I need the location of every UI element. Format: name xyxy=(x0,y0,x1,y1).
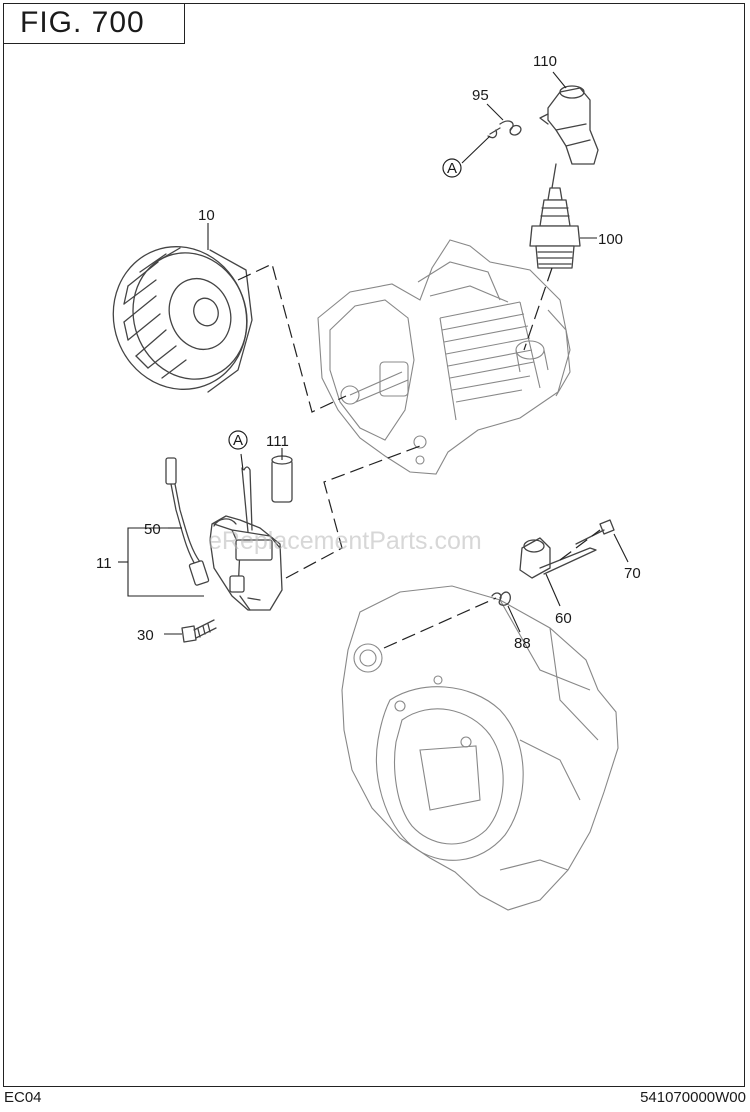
callout-30: 30 xyxy=(137,627,154,644)
ref-mark-a-top-label: A xyxy=(447,160,457,177)
spring xyxy=(487,120,522,139)
callout-60: 60 xyxy=(555,610,572,627)
callout-50: 50 xyxy=(144,521,161,538)
callout-11: 11 xyxy=(96,555,112,572)
clip xyxy=(491,591,511,606)
assembly-lines xyxy=(237,263,601,649)
footer-model-code: EC04 xyxy=(4,1089,42,1106)
callout-95: 95 xyxy=(472,87,489,104)
plug-cap xyxy=(539,85,599,189)
spark-plug xyxy=(529,187,581,269)
diagram-frame xyxy=(3,3,745,1087)
collar xyxy=(271,455,293,503)
engine-block xyxy=(317,239,571,475)
flywheel xyxy=(112,246,253,393)
ref-mark-a-top: A xyxy=(442,158,462,178)
callout-110: 110 xyxy=(533,53,557,70)
fan-housing xyxy=(341,585,619,911)
ref-mark-a-coil-label: A xyxy=(233,432,243,449)
figure-title: FIG. 700 xyxy=(3,3,185,44)
ht-cord xyxy=(241,467,249,533)
watermark: eReplacementParts.com xyxy=(208,527,482,555)
callout-88: 88 xyxy=(514,635,531,652)
callout-100: 100 xyxy=(598,231,623,248)
bolt xyxy=(181,619,217,643)
ref-mark-a-coil: A xyxy=(228,430,248,450)
callout-10: 10 xyxy=(198,207,215,224)
callout-111: 111 xyxy=(266,433,289,450)
ignition-coil xyxy=(209,515,283,611)
cable-bracket xyxy=(519,537,597,579)
callout-70: 70 xyxy=(624,565,641,582)
stop-wire xyxy=(165,457,210,586)
screw xyxy=(575,519,615,545)
footer-document-number: 541070000W00 xyxy=(640,1089,746,1106)
leader-lines xyxy=(118,71,629,635)
